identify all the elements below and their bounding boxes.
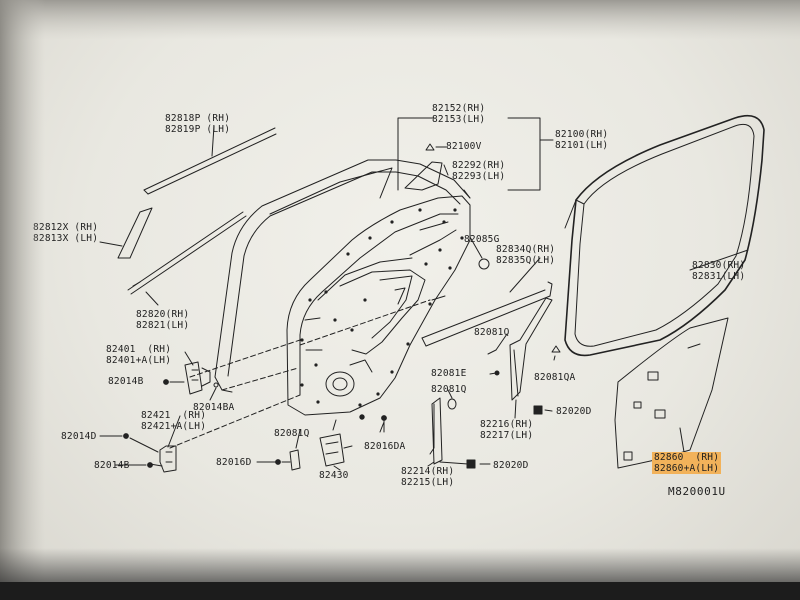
part-82016DA bbox=[381, 415, 387, 433]
latch-bolt bbox=[359, 414, 365, 420]
part-82812X bbox=[117, 207, 153, 259]
label-82831: 82831(LH) bbox=[692, 271, 746, 282]
inner-panel-holes bbox=[300, 208, 464, 407]
label-82821: 82821(LH) bbox=[136, 320, 190, 331]
part-82401-hinge bbox=[169, 361, 219, 395]
label-82830: 82830(RH) bbox=[692, 260, 746, 271]
label-82152: 82152(RH) bbox=[432, 103, 486, 114]
part-82834Q bbox=[421, 281, 553, 347]
part-82081Q bbox=[487, 349, 497, 355]
part-82430 bbox=[319, 419, 353, 467]
label-82860A: 82860+A(LH) bbox=[652, 463, 722, 474]
label-82100: 82100(RH) bbox=[555, 129, 609, 140]
label-82216: 82216(RH) bbox=[480, 419, 534, 430]
label-82081Q-c: 82081Q bbox=[274, 428, 310, 439]
label-82421A: 82421+A(LH) bbox=[141, 421, 207, 432]
label-82014B-b: 82014B bbox=[94, 460, 130, 471]
label-82818P: 82818P (RH) bbox=[165, 113, 231, 124]
door-sash-outline bbox=[214, 159, 471, 393]
label-82820: 82820(RH) bbox=[136, 309, 190, 320]
part-82020D-bolt bbox=[533, 405, 543, 415]
label-82101: 82101(LH) bbox=[555, 140, 609, 151]
label-82081Q-b: 82081Q bbox=[431, 384, 467, 395]
part-82820 bbox=[127, 211, 247, 295]
label-82153: 82153(LH) bbox=[432, 114, 486, 125]
inner-door-panel bbox=[286, 195, 471, 416]
part-82292 bbox=[404, 161, 443, 191]
part-82216 bbox=[509, 297, 553, 401]
label-82014D: 82014D bbox=[61, 431, 97, 442]
label-82401: 82401 (RH) bbox=[106, 344, 172, 355]
part-82081QA bbox=[551, 345, 561, 353]
part-82860 bbox=[614, 317, 729, 469]
label-82100V: 82100V bbox=[446, 141, 482, 152]
label-82081E: 82081E bbox=[431, 368, 467, 379]
part-82830 bbox=[564, 114, 765, 357]
label-82214: 82214(RH) bbox=[401, 466, 455, 477]
label-82293: 82293(LH) bbox=[452, 171, 506, 182]
bolt-82014D bbox=[123, 433, 129, 439]
label-82860: 82860 (RH) bbox=[652, 452, 722, 463]
label-82014BA: 82014BA bbox=[193, 402, 235, 413]
diagram-code: M820001U bbox=[668, 485, 726, 498]
label-82081Q-a: 82081Q bbox=[474, 327, 510, 338]
part-82860-cutouts bbox=[623, 343, 701, 461]
part-82081Q-b bbox=[447, 398, 457, 410]
bolt-82014B-b bbox=[147, 462, 153, 468]
part-82085G bbox=[478, 258, 490, 270]
label-82835Q: 82835Q(LH) bbox=[496, 255, 556, 266]
part-82100V bbox=[425, 143, 435, 151]
label-82813X: 82813X (LH) bbox=[33, 233, 99, 244]
label-82081QA: 82081QA bbox=[534, 372, 576, 383]
label-82430: 82430 bbox=[319, 470, 349, 481]
label-82421: 82421 (RH) bbox=[141, 410, 207, 421]
label-82217: 82217(LH) bbox=[480, 430, 534, 441]
part-82818P bbox=[143, 127, 277, 195]
label-82834Q: 82834Q(RH) bbox=[496, 244, 556, 255]
highlight-82860A: 82860+A(LH) bbox=[652, 463, 722, 474]
label-82020D-b: 82020D bbox=[493, 460, 529, 471]
label-82085G: 82085G bbox=[464, 234, 500, 245]
part-82214 bbox=[429, 397, 469, 465]
label-82020D-a: 82020D bbox=[556, 406, 592, 417]
label-82401A: 82401+A(LH) bbox=[106, 355, 172, 366]
bolt-82014B bbox=[163, 379, 169, 385]
label-82016D: 82016D bbox=[216, 457, 252, 468]
part-82081Q-c bbox=[289, 449, 301, 471]
label-82812X: 82812X (RH) bbox=[33, 222, 99, 233]
callout-brackets bbox=[397, 117, 554, 199]
label-82215: 82215(LH) bbox=[401, 477, 455, 488]
label-82016DA: 82016DA bbox=[364, 441, 406, 452]
label-82819P: 82819P (LH) bbox=[165, 124, 231, 135]
highlight-82860: 82860 (RH) bbox=[652, 452, 722, 463]
part-82016D bbox=[275, 459, 291, 465]
label-82014B-a: 82014B bbox=[108, 376, 144, 387]
label-82292: 82292(RH) bbox=[452, 160, 506, 171]
leader-lines bbox=[99, 125, 749, 471]
